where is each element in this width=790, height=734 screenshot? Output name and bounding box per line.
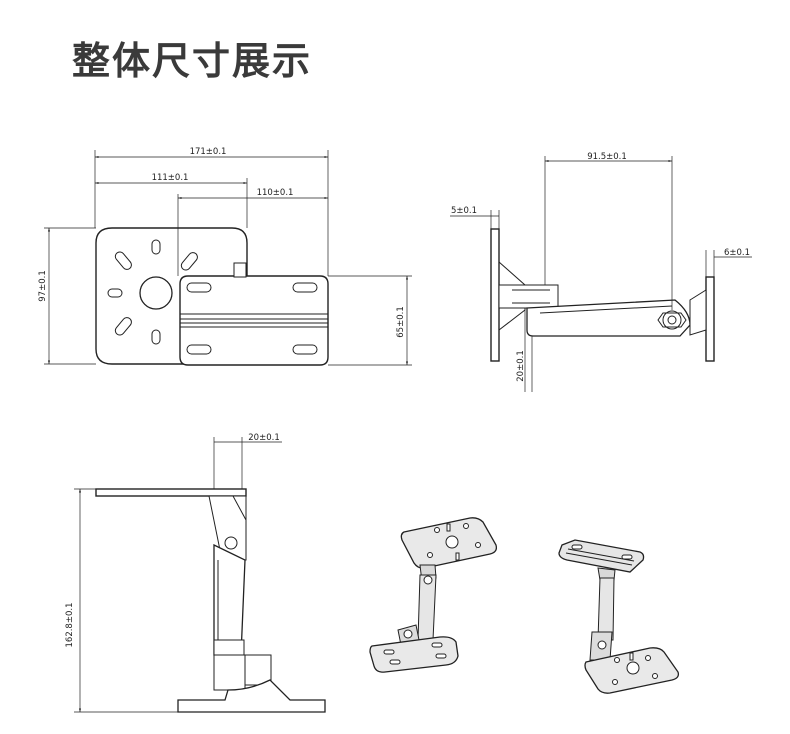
front-view	[74, 437, 326, 713]
dim-top-plate-height: 65±0.1	[396, 306, 406, 337]
isometric-view-plate-top	[369, 517, 498, 673]
isometric-view-plate-bottom	[558, 539, 680, 694]
dim-overall-width: 171±0.1	[190, 147, 227, 157]
top-view	[44, 150, 412, 366]
dim-thickness-right: 6±0.1	[724, 248, 750, 258]
dim-top-plate-width: 110±0.1	[257, 188, 294, 198]
dim-arm-offset: 20±0.1	[516, 350, 526, 381]
dim-total-height: 162.8±0.1	[65, 603, 75, 648]
dim-plate-width: 111±0.1	[152, 173, 189, 183]
dim-plate-height: 97±0.1	[38, 270, 48, 301]
page-title: 整体尺寸展示	[72, 39, 313, 83]
dim-top-offset: 20±0.1	[248, 433, 279, 443]
side-view	[450, 156, 752, 392]
dim-arm-length: 91.5±0.1	[587, 152, 627, 162]
dim-thickness-left: 5±0.1	[451, 206, 477, 216]
